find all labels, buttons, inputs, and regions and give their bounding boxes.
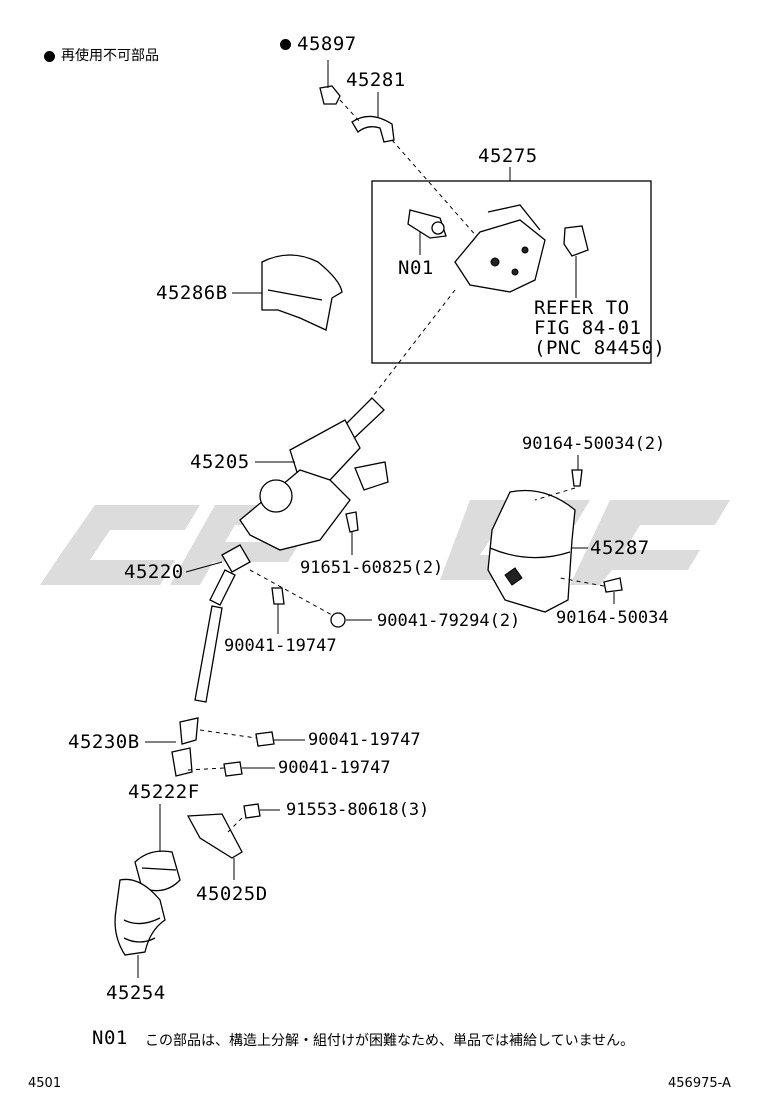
label-n01[interactable]: N01 xyxy=(398,257,434,279)
non-reusable-marker-icon xyxy=(44,50,55,62)
label-45025d[interactable]: 45025D xyxy=(196,883,268,905)
label-91553-80618[interactable]: 91553-80618(3) xyxy=(286,800,430,820)
label-45286b[interactable]: 45286B xyxy=(156,282,228,304)
label-45254[interactable]: 45254 xyxy=(106,982,166,1004)
seal-45222f xyxy=(134,804,181,892)
bolt-45897 xyxy=(319,60,341,105)
bolt-91651 xyxy=(345,511,359,555)
non-reusable-marker-icon xyxy=(280,39,291,50)
footer-right: 456975-A xyxy=(668,1076,731,1091)
footer-left: 4501 xyxy=(28,1076,62,1091)
bracket-45281 xyxy=(351,92,395,143)
note-code: N01 xyxy=(92,1027,128,1049)
legend: 再使用不可部品 xyxy=(44,45,159,65)
label-90041-19747-c[interactable]: 90041-19747 xyxy=(278,758,391,778)
label-refer-line3: (PNC 84450) xyxy=(534,337,666,359)
boot-45254 xyxy=(114,878,166,978)
note-text: この部品は、構造上分解・組付けが困難なため、単品では補給していません。 xyxy=(145,1033,635,1049)
label-45281[interactable]: 45281 xyxy=(346,69,406,91)
label-45222f[interactable]: 45222F xyxy=(128,781,200,803)
cylinder-n01 xyxy=(407,209,447,255)
label-90041-79294[interactable]: 90041-79294(2) xyxy=(377,611,521,631)
label-refer-line1: REFER TO xyxy=(534,297,630,319)
label-45897[interactable]: 45897 xyxy=(280,34,357,54)
bolt-91553 xyxy=(243,803,280,819)
label-90164-50034[interactable]: 90164-50034 xyxy=(556,608,669,628)
bolt-90041-19747-c xyxy=(187,761,275,777)
lock-assembly-45275 xyxy=(454,204,546,293)
label-90164-50034-2[interactable]: 90164-50034(2) xyxy=(522,434,666,454)
label-90041-19747-b[interactable]: 90041-19747 xyxy=(308,730,421,750)
nut-90041-79294 xyxy=(330,612,372,628)
label-45220[interactable]: 45220 xyxy=(124,561,184,583)
screw-90164-top xyxy=(571,455,583,487)
shaft-45220 xyxy=(185,544,251,703)
screw-90164-side xyxy=(603,577,623,604)
part-number: 45897 xyxy=(297,33,357,55)
column-45205 xyxy=(239,397,389,551)
label-45230b[interactable]: 45230B xyxy=(68,731,140,753)
plate-45025d xyxy=(186,813,243,880)
label-91651-60825[interactable]: 91651-60825(2) xyxy=(300,558,444,578)
bolt-90041-19747-b xyxy=(199,729,305,747)
label-45205[interactable]: 45205 xyxy=(190,451,250,473)
cover-45286b xyxy=(232,254,343,331)
legend-label: 再使用不可部品 xyxy=(61,48,159,64)
switch-clip xyxy=(563,225,589,298)
assembly-box-45275 xyxy=(371,180,652,364)
label-90041-19747-a[interactable]: 90041-19747 xyxy=(224,636,337,656)
label-45275[interactable]: 45275 xyxy=(478,145,538,167)
label-refer-line2[interactable]: FIG 84-01 xyxy=(534,317,642,339)
label-45287[interactable]: 45287 xyxy=(590,537,650,559)
joint-45230b xyxy=(145,717,199,777)
cover-45287 xyxy=(487,489,588,613)
bolt-90041-19747-a xyxy=(271,587,285,634)
